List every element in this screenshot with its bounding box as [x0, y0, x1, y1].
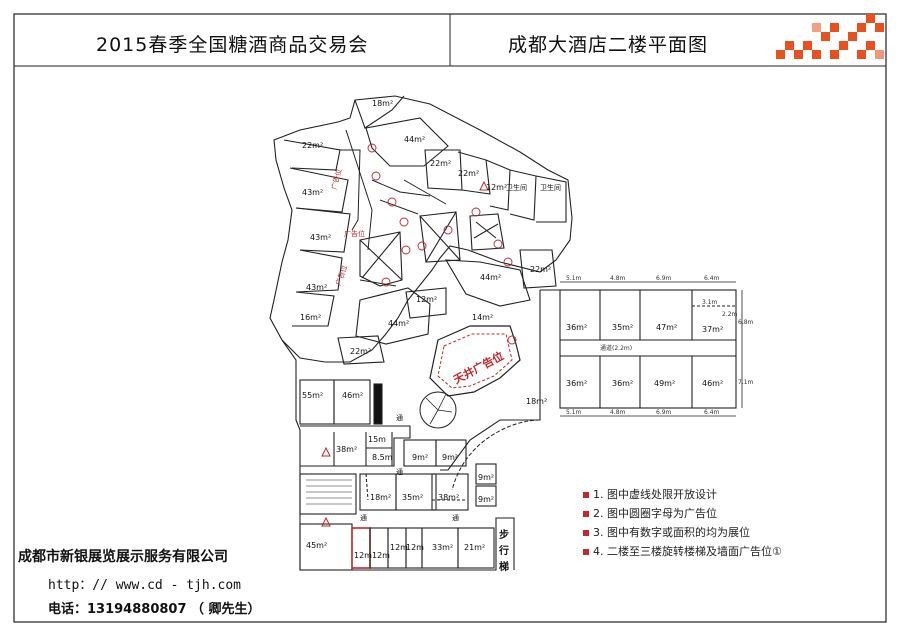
- ad-label-1: 广告位: [329, 168, 343, 191]
- booth-labels: 22m² 43m² 43m² 43m² 16m² 18m² 44m² 22m² …: [300, 99, 723, 560]
- booth-41-area: 18m²: [370, 493, 391, 502]
- company-url[interactable]: http：// www.cd - tjh.com: [48, 578, 242, 593]
- atrium: [419, 325, 541, 491]
- svg-text:梯: 梯: [499, 560, 509, 573]
- svg-text:5.1m: 5.1m: [566, 275, 582, 282]
- booth-27-area: 46m²: [342, 391, 363, 400]
- booth-10-area: 36m²: [566, 323, 587, 332]
- company-phone: 电话：13194880807 （ 卿先生）: [48, 602, 261, 617]
- booth-38-area: 38m²: [438, 493, 459, 502]
- booth-46-area: 33m²: [432, 543, 453, 552]
- floor-title: 成都大酒店二楼平面图: [508, 34, 709, 56]
- booth-42b-area: 12m: [372, 551, 390, 560]
- booth-9-area: 35m²: [612, 323, 633, 332]
- checker-logo-icon: [776, 14, 884, 59]
- booth-11-area: 44m²: [480, 273, 501, 282]
- pass-label-2: 通: [396, 467, 403, 476]
- legend-note-4: 4. 二楼至三楼旋转楼梯及墙面广告位①: [583, 543, 782, 559]
- booth-43-area: 45m²: [306, 541, 327, 550]
- booth-19-area: 43m²: [302, 188, 323, 197]
- booth-40-area: 35m²: [402, 493, 423, 502]
- svg-text:6.9m: 6.9m: [656, 409, 672, 416]
- bullet-icon: [583, 492, 589, 498]
- booth-13-area: 22m²: [350, 347, 371, 356]
- booth-15b-area: 22m²: [430, 159, 451, 168]
- legend-note-3: 3. 图中有数字或面积的均为展位: [583, 524, 750, 540]
- east-dimension-lines: [560, 281, 743, 417]
- svg-text:行: 行: [498, 544, 509, 557]
- booth-16-area: 12m²: [486, 183, 507, 192]
- booth-34-area: 15m: [368, 435, 386, 444]
- pass-label-3: 通: [360, 513, 367, 522]
- company-name: 成都市新银展览展示服务有限公司: [18, 549, 228, 565]
- booth-21b-area: 14m²: [472, 313, 493, 322]
- svg-text:6.9m: 6.9m: [656, 275, 672, 282]
- atrium-ad-label: 天井广告位: [451, 348, 506, 386]
- svg-text:通道(2.2m): 通道(2.2m): [600, 344, 632, 352]
- booth-20-area: 43m²: [310, 233, 331, 242]
- pass-label-1: 通: [396, 413, 403, 422]
- booth-3-area: 36m²: [566, 379, 587, 388]
- pass-label-4: 通: [452, 513, 459, 522]
- booth-30-area: 9m²: [442, 453, 458, 462]
- svg-text:5.1m: 5.1m: [566, 409, 582, 416]
- legend-note-1: 1. 图中虚线处限开放设计: [583, 486, 717, 502]
- south-block: [281, 339, 515, 571]
- booth-10a-area: 22m²: [530, 265, 551, 274]
- booth-29-area: 9m²: [412, 453, 428, 462]
- ad-label-3: 广告位: [333, 264, 349, 287]
- booth-8-area: 47m²: [656, 323, 677, 332]
- toilet-label-2: 卫生间: [540, 183, 561, 192]
- svg-text:7.1m: 7.1m: [738, 379, 754, 386]
- booth-15-area: 44m²: [404, 135, 425, 144]
- booth-12-area: 12m²: [416, 295, 437, 304]
- booth-42a-area: 12m: [354, 551, 372, 560]
- booth-37-area: 9m²: [478, 473, 494, 482]
- svg-text:6.4m: 6.4m: [704, 275, 720, 282]
- booth-17-area: 44m²: [388, 319, 409, 328]
- west-wing-walls: [340, 129, 447, 287]
- booth-7-area: 37m²: [702, 325, 723, 334]
- ad-position-markers: [367, 143, 517, 345]
- svg-text:6.4m: 6.4m: [704, 409, 720, 416]
- bullet-icon: [583, 530, 589, 536]
- bullet-icon: [583, 549, 589, 555]
- svg-text:3.1m: 3.1m: [702, 299, 718, 306]
- booth-6-area: 46m²: [702, 379, 723, 388]
- svg-text:步: 步: [499, 528, 509, 541]
- booth-4-area: 36m²: [612, 379, 633, 388]
- svg-text:6.8m: 6.8m: [738, 319, 754, 326]
- page-title: 2015春季全国糖酒商品交易会: [96, 34, 369, 56]
- booth-23-area: 55m²: [302, 391, 323, 400]
- ad-label-2: 广告位: [344, 229, 365, 238]
- svg-text:4.8m: 4.8m: [610, 275, 626, 282]
- svg-text:4.8m: 4.8m: [610, 409, 626, 416]
- booth-5-area: 49m²: [654, 379, 675, 388]
- east-block: [440, 289, 737, 471]
- booth-1-area: 18m²: [526, 397, 547, 406]
- walkway-label: 步行梯: [498, 528, 509, 573]
- booth-20a-area: 22m²: [302, 141, 323, 150]
- bullet-icon: [583, 511, 589, 517]
- booth-28-area: 38m²: [336, 445, 357, 454]
- booth-21-area: 43m²: [306, 283, 327, 292]
- page-border: [13, 13, 887, 623]
- booth-47-area: 21m²: [464, 543, 485, 552]
- svg-text:2.2m: 2.2m: [722, 311, 738, 318]
- booth-22-area: 16m²: [300, 313, 321, 322]
- booth-45-area: 12m: [406, 543, 424, 552]
- booth-14-area: 18m²: [372, 99, 393, 108]
- warning-triangle-icon: [321, 180, 489, 527]
- dimension-labels: 5.1m 4.8m 6.9m 6.4m 3.1m 2.2m 6.8m 7.1m 5.1m…: [566, 275, 754, 416]
- west-wing-outline: [269, 95, 573, 365]
- booth-15a-area: 22m²: [458, 169, 479, 178]
- toilet-label-1: 卫生间: [506, 183, 527, 192]
- booth-36-area: 9m²: [478, 495, 494, 504]
- booth-48-area: 8.5m: [372, 453, 393, 462]
- booth-44-area: 12m: [390, 543, 408, 552]
- legend-note-2: 2. 图中圆圈字母为广告位: [583, 505, 717, 521]
